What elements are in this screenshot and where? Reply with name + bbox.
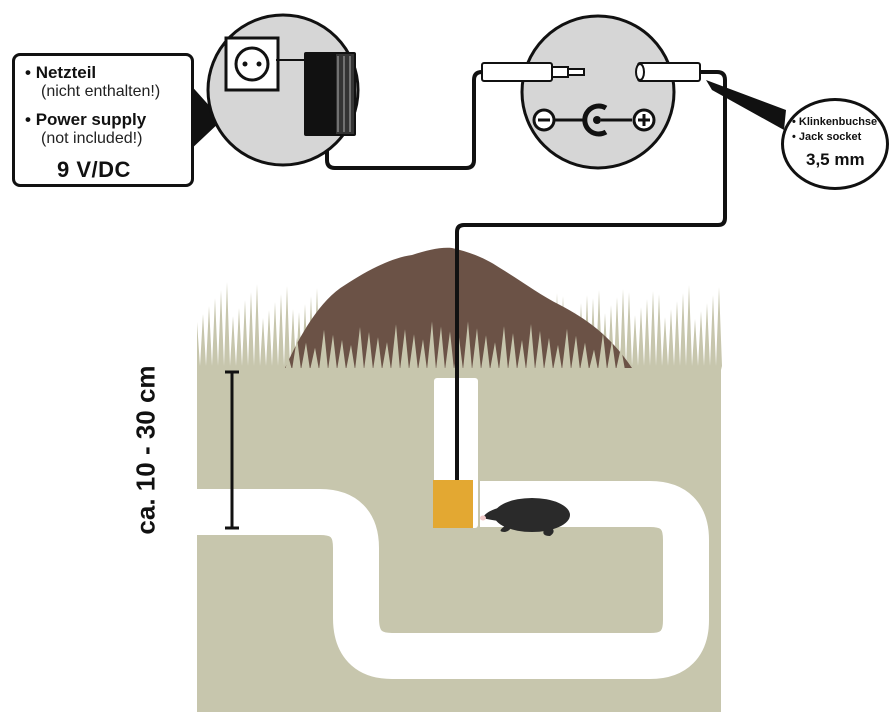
voltage-label: 9 V/DC [57,157,131,182]
power-supply-note: (not included!) [41,130,143,147]
jack-line2: • Jack socket [792,131,862,143]
power-supply-label-en: • Power supply [25,110,147,129]
power-outlet-icon [224,36,280,92]
sensor-probe [433,480,473,528]
power-cable [325,70,492,170]
power-supply-label: • Netzteil (nicht enthalten!) • Power su… [12,53,194,187]
jack-socket-label: • Klinkenbuchse • Jack socket 3,5 mm [781,98,889,190]
jack-plug-icon [481,62,701,82]
mole-icon [480,498,570,536]
polarity-symbol-icon [532,103,656,137]
tunnel-path [197,481,709,679]
depth-label: ca. 10 - 30 cm [130,365,161,535]
jack-pointer [706,80,786,130]
jack-size: 3,5 mm [806,150,865,169]
plug-callout [481,14,701,170]
depth-marker [225,370,239,530]
netzteil-note: (nicht enthalten!) [41,83,161,100]
power-supply-callout [188,13,360,167]
cable [455,70,727,488]
jack-line1: • Klinkenbuchse [792,116,878,128]
power-adapter-icon [304,52,356,136]
netzteil-label: • Netzteil [25,63,97,82]
